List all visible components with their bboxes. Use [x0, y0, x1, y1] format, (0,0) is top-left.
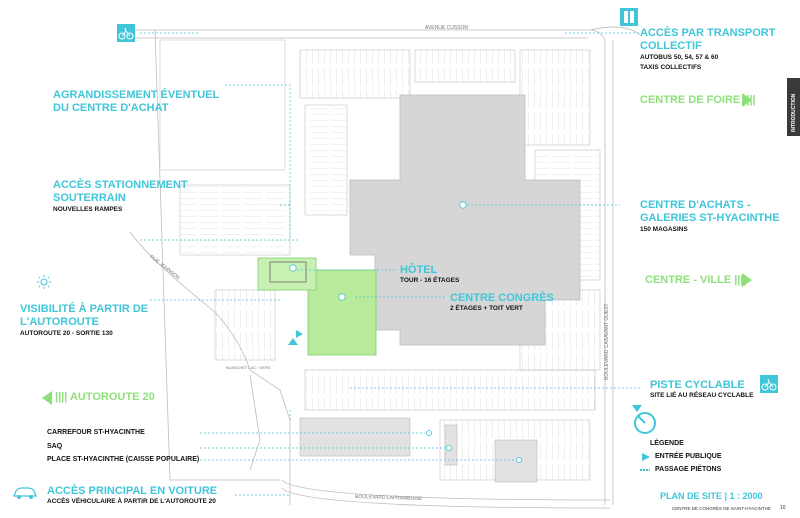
entrance-arrows	[288, 330, 303, 345]
car-icon	[13, 487, 37, 499]
legend-title: LÉGENDE	[650, 440, 684, 447]
parking-detail: NOUVELLES RAMPES	[53, 206, 123, 213]
compass-icon	[634, 412, 656, 434]
transit-detail-2: TAXIS COLLECTIFS	[640, 64, 702, 71]
transit-title-line2: COLLECTIF	[640, 40, 702, 52]
street-boulevard-casavant: BOULEVARD CASAVANT OUEST	[604, 303, 610, 380]
centre-foire-label: CENTRE DE FOIRE ||||	[640, 94, 756, 106]
bike-title: PISTE CYCLABLE	[650, 379, 745, 391]
expansion-label-line2: DU CENTRE D'ACHAT	[53, 102, 169, 114]
mall-title-line2: GALERIES ST-HYACINTHE	[640, 212, 780, 224]
sun-icon	[37, 275, 51, 289]
carrefour-building	[299, 417, 411, 457]
congress-title: CENTRE CONGRÈS	[450, 292, 554, 304]
side-tab	[787, 78, 800, 136]
direction-arrows	[42, 93, 752, 405]
business-place: PLACE ST-HYACINTHE (CAISSE POPULAIRE)	[47, 456, 200, 463]
side-tab-label: INTRODUCTION	[791, 93, 797, 132]
mall-title-line1: CENTRE D'ACHATS -	[640, 199, 751, 211]
business-carrefour: CARREFOUR ST-HYACINTHE	[47, 429, 145, 436]
centre-ville-label: CENTRE - VILLE ||||	[645, 274, 747, 286]
centre-ville-text: CENTRE - VILLE	[645, 274, 732, 286]
main-access-title: ACCÈS PRINCIPAL EN VOITURE	[47, 485, 218, 497]
transit-title-line1: ACCÈS PAR TRANSPORT	[640, 27, 776, 39]
visibility-label-line2: L'AUTOROUTE	[20, 316, 99, 328]
expansion-label-line1: AGRANDISSEMENT ÉVENTUEL	[53, 89, 220, 101]
shopping-centre-building	[349, 94, 581, 346]
autoroute-label: |||| AUTOROUTE 20	[55, 391, 155, 403]
business-saq: SAQ	[47, 443, 63, 450]
footer-page: 10	[780, 505, 786, 511]
legend-crossing: PASSAGE PIÉTONS	[655, 466, 722, 473]
centre-foire-text: CENTRE DE FOIRE	[640, 94, 741, 106]
bike-detail: SITE LIÉ AU RÉSEAU CYCLABLE	[650, 392, 754, 399]
parking-label-line2: SOUTERRAIN	[53, 192, 126, 204]
leader-dots	[289, 201, 523, 463]
north-arrow-icon	[632, 405, 642, 412]
hotel-detail: TOUR - 16 ÉTAGES	[400, 277, 460, 284]
street-small: BLANCHET LAC / VERS	[226, 365, 271, 370]
plan-title: PLAN DE SITE | 1 : 2000	[660, 491, 763, 501]
street-avenue-cusson: AVENUE CUSSON	[425, 25, 468, 31]
legend-entry: ENTRÉE PUBLIQUE	[655, 453, 722, 460]
congress-detail: 2 ÉTAGES + TOIT VERT	[450, 305, 523, 312]
bicycle-icon-right	[760, 375, 778, 393]
mall-detail: 150 MAGASINS	[640, 226, 688, 233]
transit-icon	[620, 8, 638, 26]
congress-centre-footprint	[307, 269, 377, 356]
main-access-detail: ACCÈS VÉHICULAIRE À PARTIR DE L'AUTOROUT…	[47, 498, 216, 505]
legend-symbols	[640, 453, 650, 471]
leader-lines	[140, 32, 640, 496]
autoroute-text: AUTOROUTE 20	[69, 391, 155, 403]
transit-detail-1: AUTOBUS 50, 54, 57 & 60	[640, 54, 719, 61]
place-building	[494, 439, 538, 483]
parking-label-line1: ACCÈS STATIONNEMENT	[53, 179, 188, 191]
visibility-label-line1: VISIBILITÉ À PARTIR DE	[20, 303, 149, 315]
bicycle-icon	[117, 24, 135, 42]
saq-building	[444, 424, 458, 466]
parking-lots	[159, 39, 601, 481]
visibility-detail: AUTOROUTE 20 - SORTIE 130	[20, 330, 113, 337]
hotel-footprint	[257, 257, 317, 291]
footer-text: CENTRE DE CONGRÈS DE SAINT-HYACINTHE	[672, 506, 771, 511]
hotel-title: HÔTEL	[400, 264, 438, 276]
